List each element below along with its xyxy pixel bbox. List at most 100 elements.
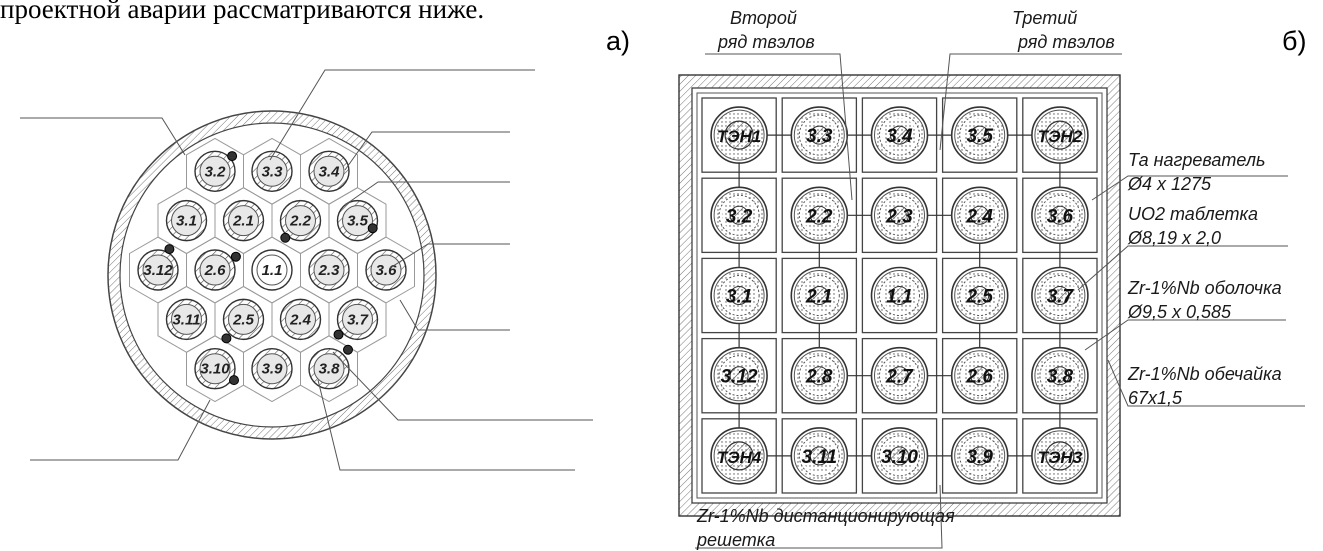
spacer-wire bbox=[221, 333, 232, 344]
rod-label: 3.8 bbox=[319, 361, 341, 378]
leader-line bbox=[1107, 359, 1305, 407]
spacer-wire bbox=[343, 344, 353, 355]
fuel-rod: 3.4 bbox=[308, 150, 350, 192]
leader-line bbox=[20, 117, 186, 156]
fuel-rod: 2.2 bbox=[790, 186, 849, 245]
fuel-rod: 2.1 bbox=[222, 199, 265, 242]
rod-label: 2.5 bbox=[232, 311, 255, 328]
heater-element: ТЭН4 bbox=[710, 427, 768, 485]
rod-label: 3.1 bbox=[176, 213, 197, 230]
fuel-rod: 3.12 bbox=[137, 249, 179, 291]
rod-label: 3.11 bbox=[172, 311, 200, 328]
rod-label: 2.8 bbox=[805, 367, 833, 388]
spacer-wire bbox=[229, 375, 239, 386]
fuel-rod: 3.11 bbox=[790, 427, 849, 485]
leader-line bbox=[1077, 245, 1288, 291]
rod-label: 3.9 bbox=[966, 447, 993, 468]
spacer-hex-cell bbox=[357, 236, 415, 304]
spacer-grid-border bbox=[696, 92, 1103, 499]
rod-label: 2.4 bbox=[289, 311, 312, 328]
fuel-rod: 2.6 bbox=[194, 249, 236, 291]
rod-label: 3.10 bbox=[200, 361, 230, 378]
heater-element: ТЭН2 bbox=[1031, 106, 1089, 164]
rod-label: 3.7 bbox=[347, 311, 369, 328]
fuel-rod: 3.10 bbox=[870, 427, 929, 485]
spacer-grid-cell bbox=[861, 257, 938, 334]
fuel-rod: 3.1 bbox=[165, 199, 208, 242]
rod-label: 2.2 bbox=[289, 213, 312, 230]
panel-b-label: б) bbox=[1282, 26, 1307, 56]
rod-label: ТЭН1 bbox=[717, 127, 762, 146]
rod-label: 3.3 bbox=[806, 126, 833, 147]
label-spacer-grid-2: решетка bbox=[696, 530, 775, 550]
fuel-rod: 2.3 bbox=[308, 249, 350, 291]
spacer-wire bbox=[333, 329, 344, 340]
spacer-grid-hexes bbox=[129, 137, 415, 403]
callout-pellet-2: Ø8,19 x 2,0 bbox=[1127, 228, 1221, 248]
leader-line bbox=[344, 181, 510, 206]
heater-element: ТЭН1 bbox=[710, 106, 768, 164]
leader-line bbox=[1084, 319, 1286, 351]
rod-label: 3.3 bbox=[262, 163, 284, 180]
label-second-row-1: Второй bbox=[730, 8, 797, 28]
rod-label: 3.4 bbox=[319, 163, 341, 180]
fuel-rod: 3.2 bbox=[710, 186, 768, 245]
leader-line bbox=[389, 243, 510, 269]
spacer-wire bbox=[367, 223, 378, 234]
fuel-rod: 2.1 bbox=[790, 266, 849, 325]
callout-pellet-1: UO2 таблетка bbox=[1128, 204, 1258, 224]
rod-label: 3.11 bbox=[802, 447, 838, 468]
rod-label: 3.6 bbox=[376, 262, 398, 279]
rod-label: 2.3 bbox=[318, 262, 341, 279]
fuel-rod: 3.3 bbox=[251, 150, 293, 192]
rod-label: 2.7 bbox=[885, 367, 914, 388]
rod-label: 2.1 bbox=[232, 213, 254, 230]
rod-label: 1.1 bbox=[262, 262, 283, 279]
leader-line bbox=[1091, 175, 1288, 201]
label-spacer-grid-1: Zr-1%Nb дистанционирующая bbox=[696, 506, 955, 526]
panel-a-label: а) bbox=[606, 26, 631, 56]
header-text: проектной аварии рассматриваются ниже. bbox=[0, 0, 485, 24]
rod-label: 2.1 bbox=[805, 287, 832, 308]
fuel-rod: 2.6 bbox=[950, 346, 1009, 405]
rod-label: ТЭН3 bbox=[1038, 448, 1083, 467]
fuel-rod: 1.1 bbox=[251, 249, 293, 291]
rod-label: 3.7 bbox=[1047, 287, 1075, 308]
spacer-wire bbox=[227, 151, 238, 162]
leader-line bbox=[332, 351, 593, 421]
leader-line bbox=[344, 131, 510, 171]
fuel-rod: 3.8 bbox=[308, 348, 350, 390]
fuel-rod: 3.1 bbox=[710, 266, 768, 325]
fuel-rod: 2.5 bbox=[950, 266, 1009, 325]
rod-label: 3.1 bbox=[726, 287, 752, 308]
fuel-rod: 2.8 bbox=[790, 346, 849, 405]
fuel-rod: 2.7 bbox=[870, 346, 929, 405]
fuel-rod: 3.4 bbox=[870, 106, 929, 164]
panel-b-leader-lines bbox=[695, 53, 1305, 549]
rod-label: 3.12 bbox=[143, 262, 173, 279]
rod-label: 3.6 bbox=[1047, 206, 1074, 227]
leader-line bbox=[695, 484, 943, 549]
fuel-rod: 3.5 bbox=[336, 199, 379, 242]
rod-label: 3.2 bbox=[726, 206, 753, 227]
rod-label: 3.10 bbox=[881, 447, 918, 468]
heater-element: ТЭН3 bbox=[1031, 427, 1089, 485]
leader-line bbox=[705, 53, 853, 201]
leader-line bbox=[30, 399, 211, 461]
rod-label: 3.9 bbox=[262, 361, 284, 378]
fuel-rod: 3.6 bbox=[1031, 186, 1089, 245]
spacer-wire bbox=[280, 232, 291, 243]
fuel-rod: 3.8 bbox=[1031, 346, 1089, 405]
rod-label: 3.5 bbox=[347, 213, 369, 230]
callout-shroud-1: Zr-1%Nb обечайка bbox=[1127, 364, 1282, 384]
rod-label: 2.2 bbox=[805, 206, 833, 227]
rod-label: 2.4 bbox=[965, 206, 993, 227]
fuel-rod: 3.11 bbox=[165, 298, 208, 341]
fuel-rod: 2.3 bbox=[870, 186, 929, 245]
rod-label: 1.1 bbox=[886, 287, 912, 308]
label-third-row-1: Третий bbox=[1012, 8, 1077, 28]
fuel-rod: 2.5 bbox=[222, 298, 265, 341]
leader-line bbox=[317, 379, 575, 471]
